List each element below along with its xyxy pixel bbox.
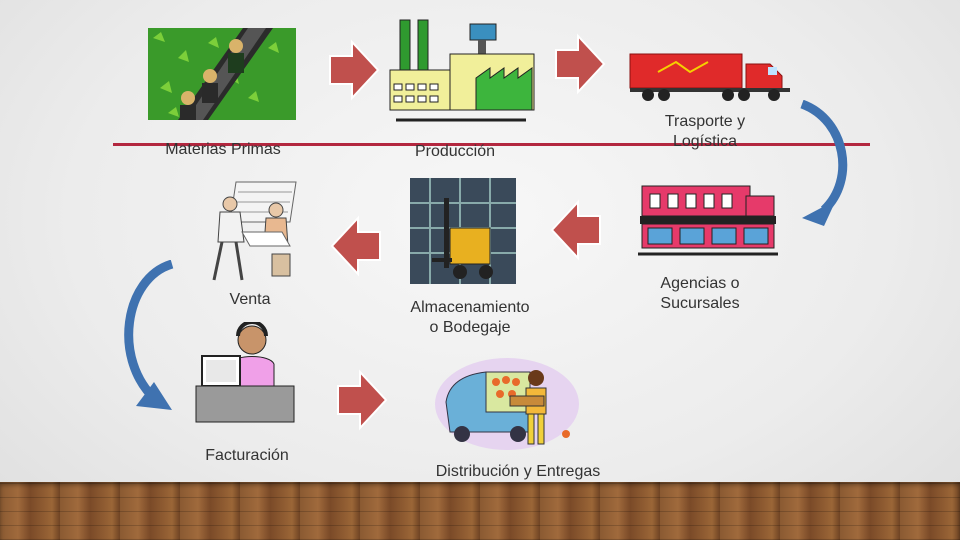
step-label-almacenamiento: Almacenamiento o Bodegaje — [390, 298, 550, 338]
curved-arrow-down-icon — [796, 100, 856, 230]
truck-icon — [628, 52, 798, 102]
warehouse-forklift-icon — [410, 178, 516, 284]
farm-workers-icon — [148, 28, 296, 120]
arrow-right-icon — [554, 32, 606, 96]
step-label-venta: Venta — [200, 290, 300, 310]
wood-floor — [0, 482, 960, 540]
factory-icon — [386, 14, 538, 126]
step-label-transporte: Trasporte y Logística — [640, 112, 770, 152]
operator-computer-icon — [194, 322, 296, 426]
arrow-left-icon — [550, 198, 602, 262]
step-label-agencias: Agencias o Sucursales — [640, 274, 760, 314]
arrow-left-icon — [330, 214, 382, 278]
step-label-produccion: Producción — [380, 142, 530, 162]
step-label-materias-primas: Materias Primas — [148, 140, 298, 160]
step-label-distribucion: Distribución y Entregas — [418, 462, 618, 482]
store-icon — [638, 184, 778, 258]
arrow-right-icon — [328, 38, 380, 102]
arrow-right-icon — [336, 368, 388, 432]
step-label-facturacion: Facturación — [190, 446, 304, 466]
delivery-van-icon — [434, 352, 580, 452]
curved-arrow-down-icon — [116, 260, 176, 416]
sales-people-icon — [196, 180, 304, 284]
